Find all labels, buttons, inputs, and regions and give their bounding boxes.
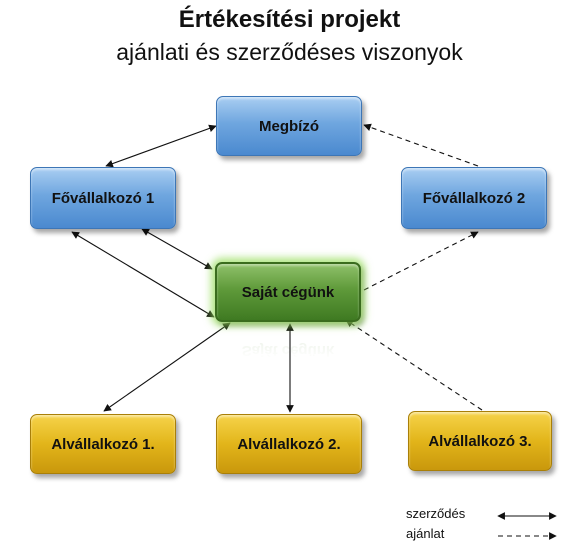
node-sajat-cegunk: Saját cégünk	[215, 262, 361, 322]
legend-offer-label: ajánlat	[406, 526, 445, 541]
contract-line-fovallalkozo1-sajat-b	[71, 231, 215, 318]
contract-line-fovallalkozo1-sajat-a	[141, 228, 213, 270]
offer-line-alvallalkozo3-sajat	[345, 319, 483, 411]
node-fovallalkozo-2-label: Fővállalkozó 2	[422, 189, 526, 207]
offer-line-fovallalkozo2-megbizo	[363, 123, 479, 167]
legend-contract-label: szerződés	[406, 506, 466, 521]
node-fovallalkozo-1-label: Fővállalkozó 1	[51, 189, 155, 207]
node-megbizo-label: Megbízó	[259, 117, 319, 135]
offer-line-sajat-fovallalkozo2	[363, 231, 479, 291]
node-megbizo: Megbízó	[216, 96, 362, 156]
node-sajat-cegunk-label: Saját cégünk	[241, 283, 335, 301]
node-fovallalkozo-1: Fővállalkozó 1	[30, 167, 176, 229]
diagram-subtitle: ajánlati és szerződéses viszonyok	[116, 39, 463, 65]
node-fovallalkozo-2: Fővállalkozó 2	[401, 167, 547, 229]
node-alvallalkozo-2: Alvállalkozó 2.	[216, 414, 362, 474]
node-sajat-cegunk-reflection-label: Saját cégünk	[241, 342, 335, 359]
node-alvallalkozo-3: Alvállalkozó 3.	[408, 411, 552, 471]
node-alvallalkozo-3-label: Alvállalkozó 3.	[428, 432, 532, 450]
diagram-title: Értékesítési projekt	[178, 6, 401, 33]
node-alvallalkozo-1-label: Alvállalkozó 1.	[51, 435, 155, 453]
node-alvallalkozo-2-label: Alvállalkozó 2.	[237, 435, 341, 453]
contract-line-fovallalkozo1-megbizo	[105, 124, 217, 168]
contract-line-alvallalkozo1-sajat	[103, 322, 231, 412]
node-alvallalkozo-1: Alvállalkozó 1.	[30, 414, 176, 474]
node-sajat-cegunk-reflection: Saját cégünk	[215, 325, 361, 359]
